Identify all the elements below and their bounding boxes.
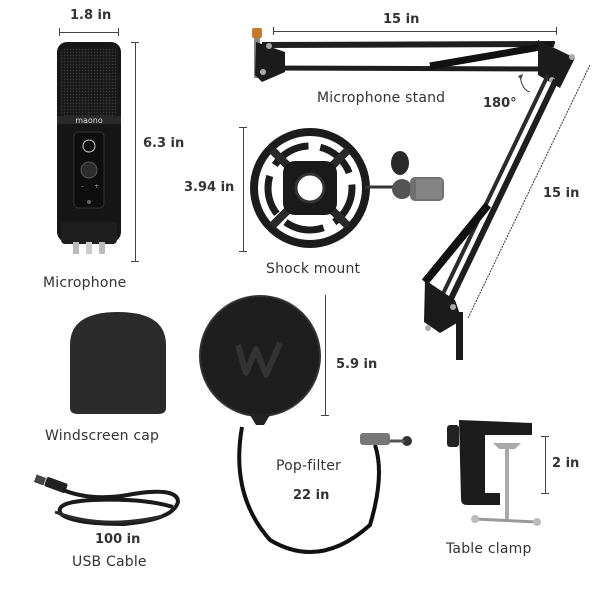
stand-arm-line [273, 31, 556, 32]
shock-mount-icon [250, 128, 444, 248]
mic-width-dimension: 1.8 in [70, 8, 112, 23]
mic-height-line [135, 42, 136, 262]
svg-text:–: – [81, 183, 84, 190]
stand-arm-dimension: 15 in [383, 12, 420, 27]
stand-lower-arm-dimension: 15 in [543, 186, 580, 201]
svg-text:+: + [94, 183, 99, 190]
mic-width-tick-left [59, 28, 60, 36]
mic-width-tick-right [118, 28, 119, 36]
stand-arm-tick-right [556, 27, 557, 35]
usb-cable-label: USB Cable [72, 554, 147, 570]
microphone-label: Microphone [43, 275, 127, 291]
clamp-opening-line [545, 436, 546, 494]
svg-text:maono: maono [75, 116, 103, 125]
mic-height-tick-bottom [131, 261, 139, 262]
clamp-tick-bottom [541, 493, 549, 494]
stand-rotation: 180° [483, 96, 517, 111]
usb-cable-icon [33, 474, 181, 527]
mic-width-line [59, 32, 119, 33]
shock-tick-top [239, 127, 247, 128]
shock-mount-label: Shock mount [266, 261, 361, 277]
pop-filter-icon [199, 295, 412, 554]
shock-tick-bottom [239, 251, 247, 252]
usb-cable-length-dimension: 100 in [95, 532, 141, 547]
stand-label: Microphone stand [317, 90, 446, 106]
clamp-tick-top [541, 436, 549, 437]
windscreen-label: Windscreen cap [45, 428, 160, 444]
pop-filter-diameter-line [325, 295, 326, 415]
table-clamp-icon [447, 420, 541, 526]
microphone-icon: maono – + [57, 42, 121, 254]
pop-filter-gooseneck-dimension: 22 in [293, 488, 330, 503]
windscreen-icon [70, 312, 166, 414]
pop-tick-bottom [321, 415, 329, 416]
mic-height-tick-top [131, 42, 139, 43]
stand-arm-tick-left [273, 27, 274, 35]
microphone-image: maono – + [57, 42, 121, 254]
shock-mount-height-dimension: 3.94 in [184, 180, 235, 195]
clamp-opening-dimension: 2 in [552, 456, 580, 471]
shock-mount-height-line [243, 127, 244, 252]
pop-filter-label: Pop-filter [276, 458, 342, 474]
table-clamp-label: Table clamp [446, 541, 532, 557]
mic-height-dimension: 6.3 in [143, 136, 185, 151]
pop-filter-diameter-dimension: 5.9 in [336, 357, 378, 372]
